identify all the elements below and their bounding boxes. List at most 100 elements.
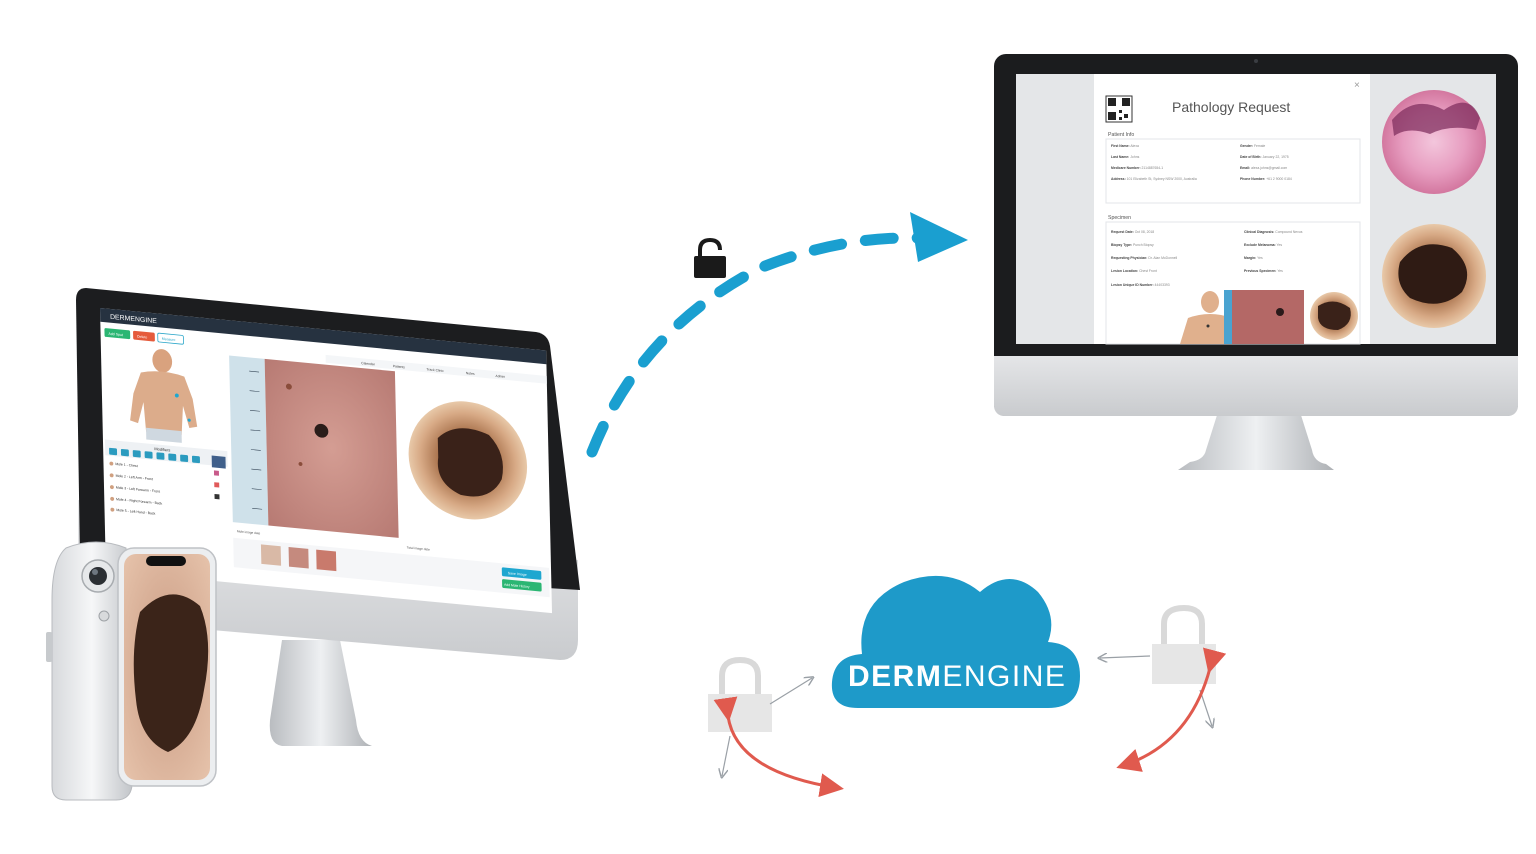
svg-text:Clinical Diagnosis: Compound N: Clinical Diagnosis: Compound Nevus bbox=[1244, 230, 1303, 234]
svg-text:Previous Specimen: Yes: Previous Specimen: Yes bbox=[1244, 269, 1283, 273]
right-monitor: Pathology Request × Patient Info First N… bbox=[994, 54, 1518, 470]
dermoscopy-image[interactable] bbox=[398, 371, 541, 552]
thumbnail-1[interactable] bbox=[260, 544, 282, 566]
patient-info-box bbox=[1105, 138, 1361, 204]
gender-label: Gender: bbox=[1240, 144, 1253, 148]
dermoscopy-image-caption: Total image date bbox=[407, 545, 430, 551]
svg-text:Date of Birth: January 22, 197: Date of Birth: January 22, 1975 bbox=[1240, 155, 1289, 159]
smartphone bbox=[117, 547, 217, 787]
clinical-image[interactable] bbox=[229, 355, 399, 538]
last-name-label: Last Name: bbox=[1111, 155, 1129, 159]
lesion-item-1[interactable]: Mole 1 - Chest bbox=[115, 462, 138, 468]
phone-lesion-image bbox=[133, 594, 209, 752]
phone-notch bbox=[146, 556, 186, 566]
thumbnail-2[interactable] bbox=[288, 546, 309, 569]
logo-light-part: ENGINE bbox=[942, 660, 1066, 693]
lesion-id-value: 44403393 bbox=[1155, 283, 1170, 287]
biopsy-type-label: Biopsy Type: bbox=[1111, 243, 1132, 247]
lesion-location-value: Chest Front bbox=[1139, 269, 1157, 273]
svg-text:Address: 101 Elizabeth St, Syd: Address: 101 Elizabeth St, Sydney NSW 20… bbox=[1111, 177, 1197, 181]
previous-specimen-value: Yes bbox=[1277, 269, 1283, 273]
medicare-label: Medicare Number: bbox=[1111, 166, 1141, 170]
qr-code-icon bbox=[1105, 95, 1133, 123]
lesion-item-3[interactable]: Mole 3 - Left Forearm - Front bbox=[116, 485, 160, 493]
monitor-chin-right bbox=[994, 346, 1518, 416]
nav-patients[interactable]: Patients bbox=[393, 364, 406, 369]
secure-transfer-arrow bbox=[586, 212, 968, 458]
svg-text:Request Date: Oct 08, 2018: Request Date: Oct 08, 2018 bbox=[1111, 230, 1154, 234]
nav-calendar[interactable]: Calendar bbox=[361, 361, 376, 366]
thumbnail-strip bbox=[233, 537, 550, 598]
delete-button[interactable] bbox=[133, 330, 155, 342]
nav-track-clinic[interactable]: Track Clinic bbox=[426, 367, 444, 373]
svg-text:Lesion Unique ID Number: 44403: Lesion Unique ID Number: 44403393 bbox=[1111, 283, 1170, 287]
measure-label: Measure bbox=[162, 337, 176, 342]
dermengine-cloud: DERMENGINE bbox=[831, 575, 1080, 708]
physician-label: Requesting Physician: bbox=[1111, 256, 1147, 260]
medicare-value: 2114887654-1 bbox=[1142, 166, 1164, 170]
lesion-location-label: Lesion Location: bbox=[1111, 269, 1138, 273]
svg-text:First Name: Alexa: First Name: Alexa bbox=[1111, 144, 1139, 148]
margin-value: Yes bbox=[1257, 256, 1263, 260]
thumbnail-3[interactable] bbox=[316, 549, 337, 572]
clinical-diagnosis-label: Clinical Diagnosis: bbox=[1244, 230, 1274, 234]
add-spot-label: Add Spot bbox=[108, 332, 123, 337]
first-name-value: Alexa bbox=[1130, 144, 1139, 148]
lesion-list: Mole 1 - Chest Mole 2 - Left Arm - Front… bbox=[109, 461, 220, 516]
left-app-screen: DERMENGINE Home Calendar Patients Track … bbox=[100, 308, 553, 614]
clinical-diagnosis-value: Compound Nevus bbox=[1275, 230, 1302, 234]
lock-icon bbox=[694, 237, 726, 278]
body-part-icons[interactable] bbox=[109, 446, 226, 469]
lesion-item-4[interactable]: Mole 4 - Right Forearm - Back bbox=[116, 497, 162, 505]
request-date-value: Oct 08, 2018 bbox=[1135, 230, 1155, 234]
request-date-label: Request Date: bbox=[1111, 230, 1134, 234]
close-icon[interactable]: × bbox=[1354, 80, 1360, 91]
measure-button[interactable] bbox=[157, 332, 184, 345]
email-label: Email: bbox=[1240, 166, 1250, 170]
svg-text:Margin: Yes: Margin: Yes bbox=[1244, 256, 1263, 260]
address-value: 101 Elizabeth St, Sydney NSW 2000, Austr… bbox=[1127, 177, 1197, 181]
svg-text:Phone Number: +61 2 9000 0184: Phone Number: +61 2 9000 0184 bbox=[1240, 177, 1292, 181]
delete-label: Delete bbox=[137, 334, 147, 339]
patient-info-heading: Patient Info bbox=[1108, 132, 1134, 138]
last-name-value: Johns bbox=[1130, 155, 1139, 159]
svg-text:Medicare Number: 2114887654-1: Medicare Number: 2114887654-1 bbox=[1111, 166, 1163, 170]
exclude-melanoma-label: Exclude Melanoma: bbox=[1244, 243, 1276, 247]
svg-text:Gender: Female: Gender: Female bbox=[1240, 144, 1265, 148]
address-label: Address: bbox=[1111, 177, 1126, 181]
cloud-logo: DERMENGINE bbox=[848, 660, 1066, 693]
exclude-melanoma-value: Yes bbox=[1277, 243, 1283, 247]
svg-text:Exclude Melanoma: Yes: Exclude Melanoma: Yes bbox=[1244, 243, 1282, 247]
physician-value: Dr. Alan McDonnell bbox=[1148, 256, 1177, 260]
save-image-button[interactable] bbox=[501, 567, 542, 580]
svg-text:Biopsy Type: Punch Biopsy: Biopsy Type: Punch Biopsy bbox=[1111, 243, 1154, 247]
specimen-ruler bbox=[1224, 290, 1232, 344]
left-sync-lock bbox=[708, 656, 844, 798]
email-value: alexa.johns@gmail.com bbox=[1251, 166, 1287, 170]
add-mole-history-button[interactable] bbox=[502, 579, 542, 592]
biopsy-type-value: Punch Biopsy bbox=[1133, 243, 1154, 247]
specimen-clinical-photo bbox=[1232, 290, 1304, 344]
top-nav: Calendar Patients Track Clinic Notes Adm… bbox=[325, 354, 547, 384]
add-spot-button[interactable] bbox=[104, 328, 131, 340]
logo-bold-part: DERM bbox=[848, 660, 942, 693]
body-map[interactable] bbox=[128, 346, 198, 445]
svg-text:Lesion Location: Chest Front: Lesion Location: Chest Front bbox=[1111, 269, 1157, 273]
monitor-stand bbox=[269, 640, 372, 746]
lesion-item-2[interactable]: Mole 2 - Left Arm - Front bbox=[116, 474, 153, 482]
specimen-heading: Specimen bbox=[1108, 215, 1131, 221]
svg-text:Email: alexa.johns@gmail.com: Email: alexa.johns@gmail.com bbox=[1240, 166, 1287, 170]
dob-value: January 22, 1975 bbox=[1262, 155, 1288, 159]
nav-notes[interactable]: Notes bbox=[466, 371, 475, 376]
save-image-label: Save Image bbox=[508, 571, 527, 577]
modifiers-title: Modifiers bbox=[154, 446, 170, 452]
nav-admin[interactable]: Admin bbox=[495, 374, 505, 379]
monitor-stand-right bbox=[1178, 412, 1334, 470]
phone-label: Phone Number: bbox=[1240, 177, 1265, 181]
patient-info-fields: First Name: Alexa Last Name: Johns Medic… bbox=[1111, 144, 1292, 181]
previous-specimen-label: Previous Specimen: bbox=[1244, 269, 1276, 273]
lock-body-left bbox=[708, 694, 772, 732]
lesion-item-5[interactable]: Mole 5 - Left Hand - Back bbox=[116, 508, 155, 516]
app-header-logo: DERMENGINE bbox=[110, 314, 157, 325]
